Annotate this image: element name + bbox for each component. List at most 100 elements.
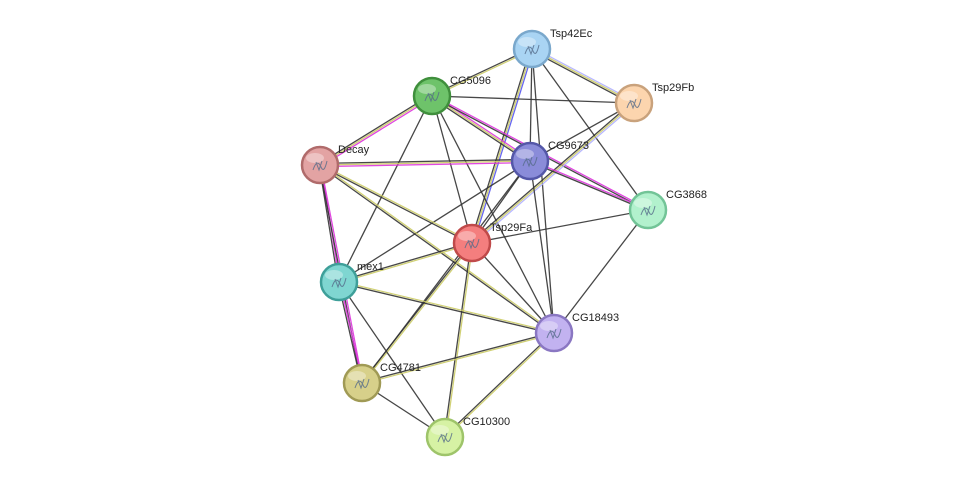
- node-Tsp29Fa[interactable]: Tsp29Fa: [452, 222, 533, 263]
- edge-CG5096-Tsp29Fa: [431, 95, 473, 244]
- edge-CG5096-CG18493: [431, 95, 555, 334]
- node-highlight: [458, 231, 476, 241]
- edge-line: [471, 48, 533, 244]
- node-label: CG18493: [572, 312, 619, 324]
- node-Tsp42Ec[interactable]: Tsp42Ec: [512, 28, 593, 69]
- protein-structure-icon: [424, 91, 440, 103]
- protein-structure-icon: [331, 277, 347, 289]
- edge-CG9673-CG18493: [529, 160, 555, 334]
- edge-mex1-CG10300: [338, 281, 446, 438]
- edge-line: [469, 48, 532, 243]
- edge-line: [319, 165, 472, 245]
- edge-Tsp29Fa-CG3868: [471, 209, 649, 244]
- edge-Tsp42Ec-CG3868: [531, 48, 649, 211]
- edge-line: [319, 95, 433, 166]
- edge-line: [338, 95, 433, 283]
- edge-CG5096-mex1: [338, 95, 433, 283]
- edge-line: [430, 96, 530, 163]
- node-Decay[interactable]: Decay: [300, 144, 370, 185]
- edge-line: [445, 243, 474, 438]
- edge-line: [471, 102, 635, 244]
- edge-CG18493-CG4781: [361, 331, 555, 385]
- edge-line: [320, 161, 531, 168]
- edge-line: [338, 160, 531, 283]
- edge-Tsp29Fb-CG9673: [529, 102, 635, 162]
- node-label: CG9673: [548, 140, 589, 152]
- protein-structure-icon: [354, 378, 370, 390]
- node-highlight: [431, 425, 449, 435]
- node-label: mex1: [357, 261, 384, 273]
- edge-CG5096-Decay: [318, 94, 434, 167]
- node-mex1[interactable]: mex1: [319, 261, 384, 302]
- node-highlight: [306, 153, 324, 163]
- node-highlight: [620, 91, 638, 101]
- edge-line: [471, 209, 649, 244]
- protein-structure-icon: [640, 205, 656, 217]
- protein-structure-icon: [464, 238, 480, 250]
- edge-mex1-CG18493: [338, 280, 555, 335]
- edge-line: [431, 95, 531, 162]
- protein-structure-icon: [312, 160, 328, 172]
- edge-line: [318, 94, 432, 165]
- protein-structure-icon: [546, 328, 562, 340]
- node-CG4781[interactable]: CG4781: [342, 362, 421, 403]
- node-label: Tsp42Ec: [550, 28, 593, 40]
- edge-CG3868-CG18493: [553, 209, 649, 334]
- node-label: Tsp29Fb: [652, 82, 694, 94]
- edge-line: [319, 158, 530, 165]
- node-highlight: [518, 37, 536, 47]
- edge-line: [531, 48, 555, 334]
- edge-line: [529, 161, 648, 212]
- edge-line: [338, 281, 446, 438]
- node-label: CG3868: [666, 189, 707, 201]
- edge-Tsp29Fa-CG18493: [471, 242, 555, 334]
- edge-line: [443, 242, 472, 437]
- edge-line: [431, 95, 635, 104]
- edge-line: [319, 165, 554, 335]
- edge-line: [472, 49, 535, 244]
- edge-line: [338, 282, 554, 335]
- edge-line: [443, 331, 554, 437]
- edge-line: [470, 101, 634, 243]
- node-CG10300[interactable]: CG10300: [425, 416, 510, 457]
- edge-line: [530, 49, 634, 105]
- protein-structure-icon: [522, 156, 538, 168]
- edge-Decay-CG18493: [319, 163, 555, 335]
- node-label: CG5096: [450, 75, 491, 87]
- protein-structure-icon: [626, 98, 642, 110]
- node-CG5096[interactable]: CG5096: [412, 75, 491, 116]
- edge-line: [431, 95, 473, 244]
- edge-line: [532, 47, 636, 103]
- node-CG9673[interactable]: CG9673: [510, 140, 589, 181]
- node-label: Tsp29Fa: [490, 222, 533, 234]
- protein-structure-icon: [524, 44, 540, 56]
- edge-Tsp29Fa-mex1: [338, 241, 473, 284]
- edge-line: [339, 280, 555, 333]
- edge-CG9673-mex1: [338, 160, 531, 283]
- edge-line: [338, 241, 472, 282]
- edge-CG9673-CG3868: [529, 159, 649, 212]
- edge-line: [530, 159, 649, 210]
- node-label: CG4781: [380, 362, 421, 374]
- node-CG18493[interactable]: CG18493: [534, 312, 619, 353]
- node-Tsp29Fb[interactable]: Tsp29Fb: [614, 82, 694, 123]
- edge-CG9673-Decay: [319, 158, 531, 168]
- edge-line: [319, 160, 531, 166]
- node-highlight: [418, 84, 436, 94]
- edge-Tsp29Fa-CG10300: [443, 242, 474, 438]
- edge-Tsp29Fa-CG4781: [360, 242, 474, 384]
- node-highlight: [325, 270, 343, 280]
- edge-Tsp42Ec-Tsp29Fa: [469, 48, 535, 244]
- edge-line: [553, 209, 649, 334]
- edge-line: [471, 242, 555, 334]
- edge-line: [531, 48, 649, 211]
- node-CG3868[interactable]: CG3868: [628, 189, 707, 230]
- edge-line: [360, 242, 472, 383]
- node-highlight: [516, 149, 534, 159]
- node-highlight: [540, 321, 558, 331]
- edge-line: [472, 103, 636, 245]
- node-highlight: [348, 371, 366, 381]
- edge-Tsp42Ec-CG18493: [531, 48, 555, 334]
- node-label: Decay: [338, 144, 370, 156]
